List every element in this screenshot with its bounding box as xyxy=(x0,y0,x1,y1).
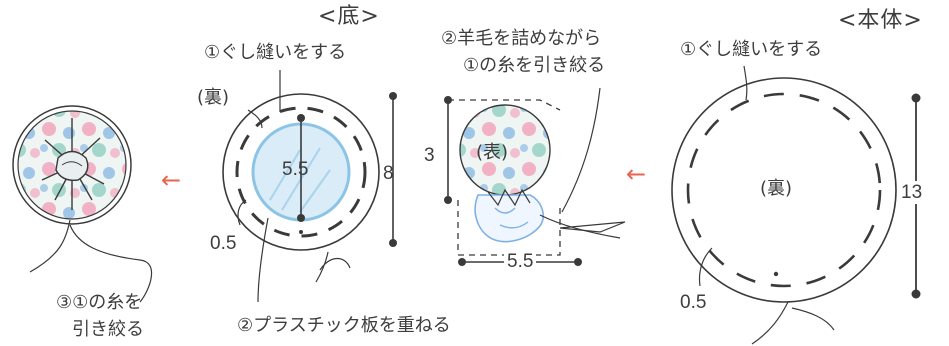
bottom-piece xyxy=(222,70,397,303)
bottom-ura-label: (裏) xyxy=(197,87,230,108)
middle-height: 3 xyxy=(424,145,435,166)
arrow-left-icon: ← xyxy=(161,166,182,194)
finished-piece xyxy=(12,105,153,303)
body-step1-label: ①ぐし縫いをする xyxy=(680,39,823,60)
bottom-step2-label: ②プラスチック板を重ねる xyxy=(237,315,451,336)
arrow-right-icon: ← xyxy=(626,160,647,188)
bottom-step1-label: ①ぐし縫いをする xyxy=(204,42,347,63)
bottom-circle-size: 8 xyxy=(383,163,394,184)
body-title: <本体> xyxy=(838,8,923,33)
final-step-line2: 引き絞る xyxy=(72,319,144,340)
body-ura-label: (裏) xyxy=(760,178,793,199)
bottom-title: <底> xyxy=(318,4,380,29)
bottom-plate-size: 5.5 xyxy=(282,159,309,180)
middle-omote-label: (表) xyxy=(476,142,509,163)
middle-step-line2: ①の糸を引き絞る xyxy=(463,55,606,76)
body-margin: 0.5 xyxy=(680,292,707,313)
bottom-margin: 0.5 xyxy=(210,233,237,254)
filling-piece xyxy=(444,87,626,266)
final-step-line1: ③①の糸を xyxy=(56,292,143,313)
body-size: 13 xyxy=(901,181,923,204)
body-piece xyxy=(671,65,921,345)
middle-step-line1: ②羊毛を詰めながら xyxy=(441,28,602,49)
middle-width: 5.5 xyxy=(504,252,537,271)
